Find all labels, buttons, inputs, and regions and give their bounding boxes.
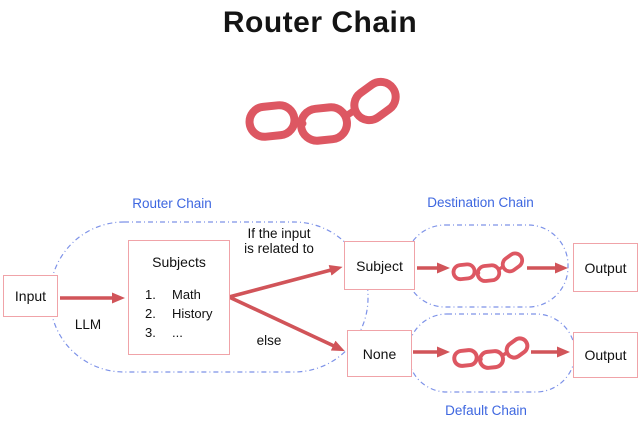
none-node-label: None [362,345,397,362]
if-related-edge-label: If the input is related to [233,226,325,256]
list-item-text: History [172,306,213,321]
chain-link-icon [248,76,402,142]
list-item: 1. Math [145,285,229,304]
if-related-line2: is related to [244,241,314,256]
arrows [60,262,570,358]
input-node-label: Input [14,288,47,304]
list-item-number: 2. [145,306,156,321]
list-item: 3. ... [145,323,229,342]
arrow-subjects-to-none [228,295,345,352]
input-node: Input [3,275,58,317]
else-edge-label: else [256,333,282,348]
subjects-node: Subjects 1. Math 2. History 3. ... [128,240,230,355]
llm-edge-label: LLM [74,317,102,332]
page-title: Router Chain [222,6,418,39]
subjects-node-title: Subjects [152,254,206,270]
subject-node-label: Subject [356,257,403,274]
router-chain-group-outline [49,221,369,373]
router-chain-group-label: Router Chain [132,196,212,211]
list-item: 2. History [145,304,229,323]
destination-chain-group-outline [404,224,569,308]
none-node: None [347,330,412,377]
default-chain-group-label: Default Chain [445,403,527,418]
chain-link-icon [450,248,527,284]
list-item-text: Math [172,287,201,302]
output-node-bottom: Output [573,332,638,378]
subject-node: Subject [344,241,415,290]
output-node-label: Output [584,347,627,363]
output-node-label: Output [584,259,627,276]
list-item-text: ... [172,325,183,340]
destination-chain-group-label: Destination Chain [427,195,534,210]
output-node-top: Output [573,243,638,292]
arrow-subjects-to-subject [228,264,343,299]
if-related-line1: If the input [247,226,311,241]
list-item-number: 1. [145,287,156,302]
chain-link-icon [451,333,533,371]
subjects-list: 1. Math 2. History 3. ... [129,285,229,342]
list-item-number: 3. [145,325,156,340]
